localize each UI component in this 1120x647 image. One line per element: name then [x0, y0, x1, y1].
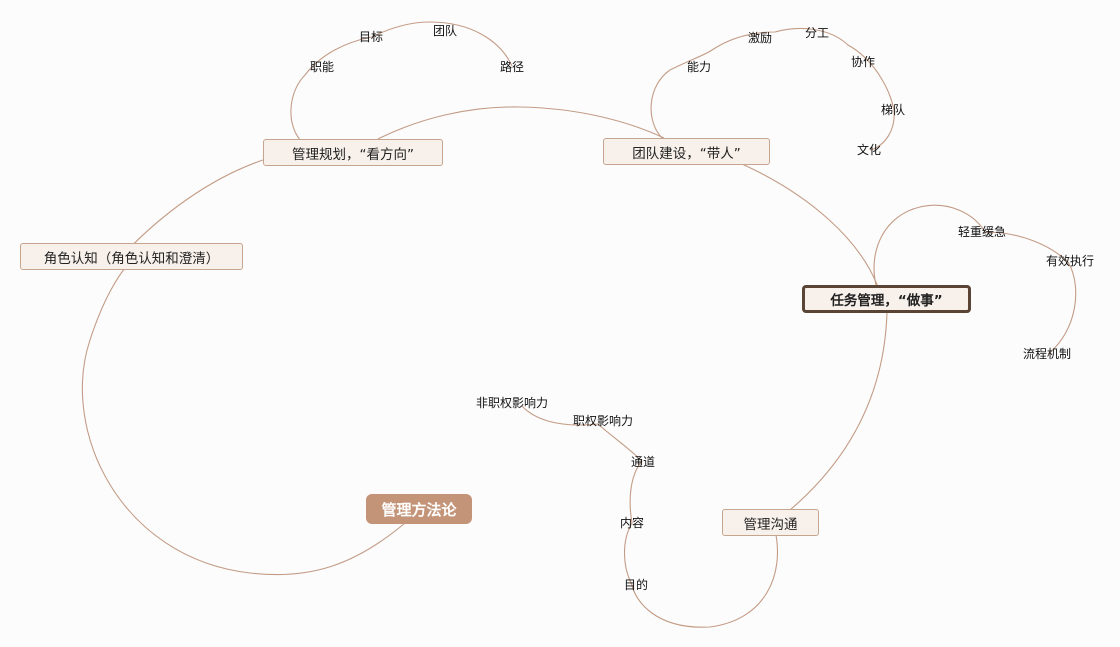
sub-topic[interactable]: 能力	[687, 60, 712, 74]
sub-topic[interactable]: 梯队	[881, 103, 906, 117]
sub-topic[interactable]: 内容	[620, 516, 645, 530]
branch-role[interactable]: 角色认知（角色认知和澄清）	[20, 243, 243, 270]
sub-topic[interactable]: 职能	[310, 60, 335, 74]
connector-role-planning	[119, 159, 264, 259]
connector-team-sub	[650, 27, 895, 151]
sub-topic[interactable]: 文化	[857, 143, 882, 157]
branch-comm[interactable]: 管理沟通	[722, 509, 819, 536]
connector-team-task	[741, 163, 879, 288]
sub-topic[interactable]: 目的	[624, 578, 649, 592]
branch-team[interactable]: 团队建设，“带人”	[603, 138, 770, 165]
connector-task-sub	[873, 204, 1077, 355]
connector-root-role	[81, 261, 406, 576]
sub-topic[interactable]: 激励	[748, 31, 773, 45]
root-node[interactable]: 管理方法论	[366, 494, 472, 524]
connector-comm-sub	[521, 405, 779, 628]
sub-topic[interactable]: 通道	[631, 455, 656, 469]
sub-topic[interactable]: 目标	[359, 30, 384, 44]
sub-topic[interactable]: 协作	[851, 55, 876, 69]
connector-planning-team	[377, 106, 665, 140]
sub-topic[interactable]: 团队	[433, 24, 458, 38]
sub-topic[interactable]: 路径	[500, 60, 525, 74]
sub-topic[interactable]: 有效执行	[1046, 254, 1095, 268]
sub-topic[interactable]: 分工	[805, 26, 830, 40]
sub-topic[interactable]: 职权影响力	[573, 414, 634, 428]
branch-task[interactable]: 任务管理，“做事”	[802, 285, 971, 313]
sub-topic[interactable]: 非职权影响力	[476, 396, 549, 410]
branch-planning[interactable]: 管理规划，“看方向”	[263, 139, 443, 166]
sub-topic[interactable]: 轻重缓急	[958, 225, 1007, 239]
sub-topic[interactable]: 流程机制	[1023, 347, 1072, 361]
connector-task-comm	[789, 311, 888, 511]
connector-planning-sub	[290, 21, 513, 141]
